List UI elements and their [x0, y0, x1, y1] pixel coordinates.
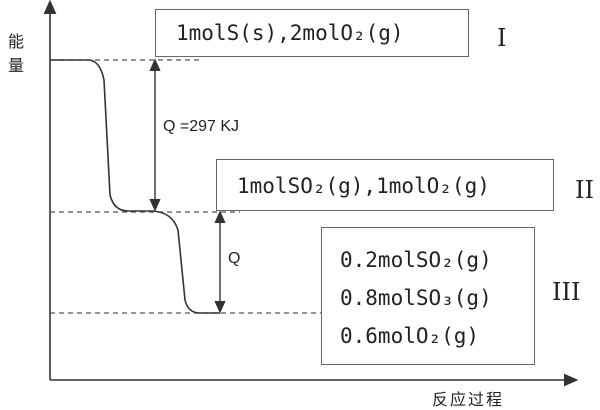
state-1-line-1: 1molS(s),2molO₂(g) — [176, 21, 404, 45]
state-1-roman: I — [497, 24, 507, 52]
energy-diagram — [43, 0, 579, 387]
x-axis-label: 反应过程 — [432, 390, 505, 409]
state-3-line-2: 0.8molSO₃(g) — [340, 286, 492, 310]
q2-label: Q — [228, 250, 241, 267]
state-box-1: 1molS(s),2molO₂(g) — [155, 9, 469, 57]
y-axis-label: 能 量 — [8, 30, 24, 78]
q1-label: Q =297 KJ — [163, 118, 240, 135]
y-axis-label-char-2: 量 — [8, 56, 25, 75]
state-2-line-1: 1molSO₂(g),1molO₂(g) — [237, 174, 490, 198]
state-3-roman: III — [552, 278, 581, 306]
state-box-3: 0.2molSO₂(g) 0.8molSO₃(g) 0.6molO₂(g) — [321, 227, 535, 365]
state-3-line-3: 0.6molO₂(g) — [340, 324, 480, 348]
state-box-2: 1molSO₂(g),1molO₂(g) — [216, 159, 554, 211]
y-axis-label-char-1: 能 — [8, 32, 25, 51]
state-2-roman: II — [575, 176, 594, 204]
energy-curve — [50, 59, 220, 314]
state-3-line-1: 0.2molSO₂(g) — [340, 248, 492, 272]
